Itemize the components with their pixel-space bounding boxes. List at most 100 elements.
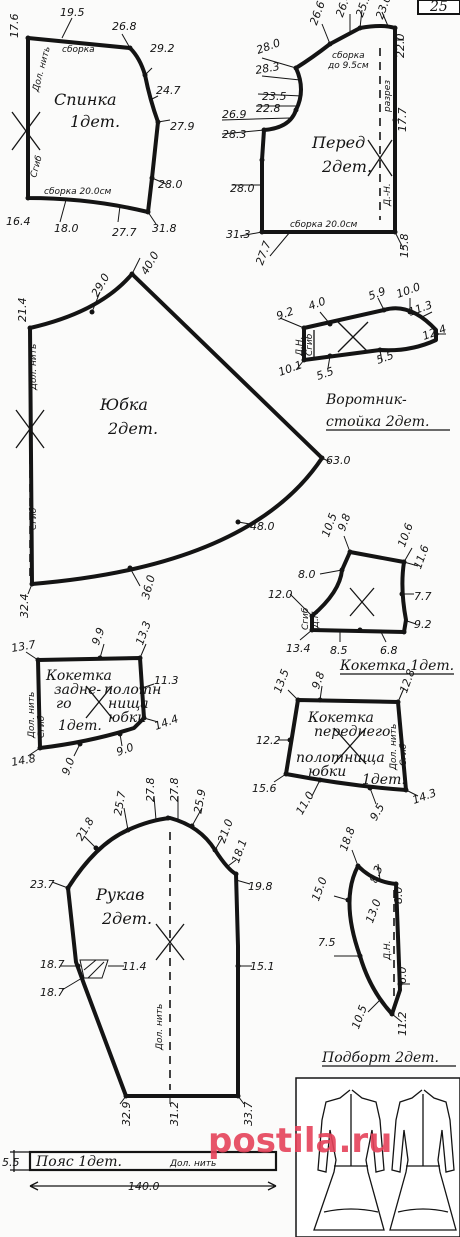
back-m-2: 26.8: [112, 20, 137, 33]
skirt-count: 2дет.: [107, 419, 158, 438]
skirt-m-2: 40.0: [138, 249, 162, 277]
sleeve-m-0: 27.8: [144, 778, 157, 803]
back-m-0: 17.6: [8, 14, 21, 39]
watermark: postila.ru: [208, 1121, 392, 1161]
belt-piece: 5.5 140.0 Пояс 1дет. Дол. нить: [2, 1150, 278, 1193]
fsyoke-m-1: 9.8: [309, 670, 327, 691]
back-skirt-yoke-piece: 13.7 9.9 13.3 11.3 14.4 14.8 9.0 9.0 Дол…: [10, 619, 180, 776]
fsyoke-title-4: юбки: [308, 764, 346, 780]
facing-piece: 18.8 8.3 15.0 13.0 8.0 7.5 6.0 10.5 11.2…: [309, 825, 456, 1067]
back-m-7: 31.8: [152, 222, 177, 235]
fsyoke-fold-note: Сгиб: [399, 743, 409, 766]
byoke-m-2: 13.3: [133, 619, 154, 646]
back-piece: 17.6 19.5 26.8 29.2 24.7 27.9 28.0 31.8 …: [6, 6, 195, 239]
fsyoke-m-4: 15.6: [252, 782, 277, 795]
collar-caption-2: стойка 2дет.: [326, 414, 430, 430]
facing-m-7: 10.5: [349, 1003, 370, 1030]
page-number-box: 25: [417, 0, 460, 15]
sleeve-m-9: 18.7: [40, 958, 65, 971]
fsyoke-count: 1дет.: [362, 772, 406, 788]
byoke-count: 1дет.: [58, 718, 102, 734]
front-yoke-piece: 10.5 9.8 10.6 11.6 8.0 7.7 12.0 9.2 13.4…: [268, 511, 454, 675]
byoke-m-4: 14.4: [153, 712, 180, 733]
byoke-m-5: 14.8: [10, 752, 36, 769]
fyoke-m-9: 8.5: [330, 644, 348, 657]
front-skirt-yoke-piece: 13.5 9.8 12.8 12.2 15.6 11.0 9.5 14.3 До…: [252, 667, 438, 823]
facing-m-4: 8.0: [392, 887, 405, 905]
facing-m-8: 11.2: [396, 1012, 409, 1037]
front-m-1: 26.4: [333, 0, 354, 19]
byoke-m-7: 9.0: [115, 741, 136, 759]
front-title: Перед: [311, 133, 365, 152]
back-m-5: 27.9: [170, 120, 195, 133]
byoke-fold-note: Сгиб: [37, 715, 47, 738]
collar-m-7: 5.5: [315, 365, 336, 383]
fyoke-m-7: 9.2: [414, 618, 432, 631]
facing-caption: Подборт 2дет.: [321, 1050, 439, 1066]
facing-m-0: 18.8: [337, 825, 358, 852]
front-m-12: 28.0: [230, 182, 255, 195]
collar-m-3: 9.2: [275, 305, 296, 323]
front-piece: 26.6 26.4 25.9 23.0 22.0 28.0 28.3 23.5 …: [221, 0, 411, 267]
byoke-title2-3: юбки: [108, 710, 146, 726]
dress-illustration: [295, 1077, 460, 1237]
skirt-m-3: 63.0: [326, 454, 351, 467]
sleeve-m-12: 18.7: [40, 986, 65, 999]
front-m-0: 26.6: [307, 0, 328, 27]
collar-m-2: 10.0: [395, 280, 422, 301]
byoke-m-3: 11.3: [154, 674, 179, 687]
skirt-title: Юбка: [99, 395, 148, 414]
fyoke-m-8: 13.4: [286, 642, 311, 655]
byoke-grain-note: Дол. нить: [27, 692, 37, 739]
sleeve-m-7: 18.1: [229, 837, 250, 864]
back-fold-note: Сгиб: [29, 154, 45, 179]
sleeve-piece: 27.8 27.8 25.7 25.9 21.8 21.0 23.7 18.1 …: [30, 778, 275, 1127]
sleeve-m-15: 33.7: [242, 1102, 255, 1127]
skirt-m-6: 32.4: [18, 594, 31, 619]
skirt-m-4: 48.0: [250, 520, 275, 533]
facing-m-3: 13.0: [363, 897, 384, 924]
sleeve-m-8: 19.8: [248, 880, 273, 893]
back-m-10: 16.4: [6, 215, 31, 228]
fyoke-fold-note: Сгиб: [301, 607, 311, 630]
byoke-title-2: задне-: [54, 682, 101, 698]
byoke-m-6: 9.0: [59, 756, 77, 777]
byoke-m-0: 13.7: [10, 638, 36, 655]
sleeve-count: 2дет.: [101, 909, 152, 928]
front-m-10: 28.3: [222, 128, 247, 141]
dress-front-sketch: [313, 1089, 385, 1231]
collar-m-1: 5.9: [367, 285, 388, 303]
back-title: Спинка: [54, 90, 116, 109]
skirt-grain-note: Дол. нить: [29, 344, 39, 391]
back-m-6: 28.0: [158, 178, 183, 191]
fsyoke-title-1: Кокетка: [307, 710, 374, 726]
front-m-3: 23.0: [373, 0, 394, 21]
sleeve-m-14: 31.2: [168, 1102, 181, 1127]
front-m-7: 23.5: [262, 90, 287, 103]
skirt-m-5: 36.0: [139, 574, 158, 601]
front-m-15: 15.8: [398, 234, 411, 259]
back-m-9: 18.0: [54, 222, 79, 235]
byoke-title-1: Кокетка: [45, 668, 112, 684]
sleeve-title: Рукав: [95, 885, 144, 904]
fsyoke-grain-note: Дол. нить: [389, 724, 399, 771]
front-m-2: 25.9: [353, 0, 374, 19]
sleeve-m-5: 21.0: [215, 817, 236, 844]
collar-m-8: 5.5: [375, 349, 396, 367]
fsyoke-m-3: 12.2: [256, 734, 281, 747]
front-m-4: 22.0: [394, 34, 407, 59]
sleeve-m-3: 25.9: [191, 788, 208, 814]
fyoke-m-2: 10.6: [395, 521, 416, 548]
sleeve-m-10: 11.4: [122, 960, 147, 973]
sleeve-m-13: 32.9: [120, 1102, 133, 1127]
front-m-9: 26.9: [222, 108, 247, 121]
front-gather-bottom: сборка 20.0см: [290, 220, 358, 230]
sleeve-m-6: 23.7: [30, 878, 55, 891]
fyoke-m-3: 11.6: [411, 543, 432, 570]
sleeve-m-2: 25.7: [111, 790, 128, 816]
front-m-11: 17.7: [396, 108, 409, 133]
fyoke-m-4: 8.0: [298, 568, 316, 581]
byoke-title2-1: полотн: [104, 682, 161, 698]
facing-m-1: 8.3: [367, 864, 385, 885]
